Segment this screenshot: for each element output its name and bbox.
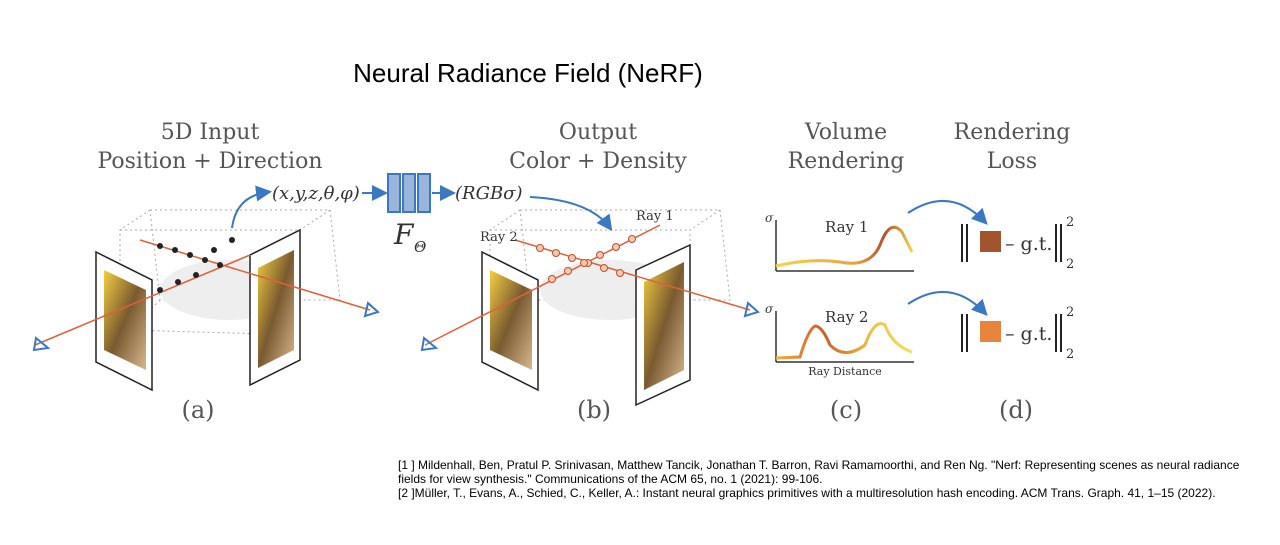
panel-d-header-2: Loss (987, 149, 1037, 174)
loss-1-sup: 2 (1066, 215, 1074, 230)
function-theta: Θ (414, 238, 426, 256)
function-f: F (393, 218, 415, 251)
ray-1-density-plot (775, 220, 914, 272)
reference-2: [2 ]Müller, T., Evans, A., Schied, C., K… (398, 486, 1216, 500)
panel-a-scene (32, 185, 380, 392)
panel-d-label: (d) (999, 396, 1033, 424)
panel-a-header-2: Position + Direction (97, 149, 322, 174)
reference-1: [1 ] Mildenhall, Ben, Pratul P. Srinivas… (398, 458, 1240, 486)
input-coordinates: (x,y,z,θ,φ) (272, 183, 360, 204)
ray-1-sigma-axis: σ (765, 211, 774, 225)
loss-1-sub: 2 (1066, 257, 1074, 272)
panel-b-label: (b) (577, 396, 611, 424)
panel-c-header-1: Volume (804, 120, 887, 145)
loss-2-sup: 2 (1066, 305, 1074, 320)
loss-2-sub: 2 (1066, 347, 1074, 362)
ray-2-sigma-axis: σ (765, 302, 774, 316)
panel-a-header-1: 5D Input (161, 120, 260, 145)
loss-ray-1 (961, 224, 1062, 262)
panel-b-header-2: Color + Density (509, 149, 687, 174)
loss-ray-2 (961, 314, 1062, 352)
figure-title: Neural Radiance Field (NeRF) (353, 58, 703, 88)
ray-1-plot-label: Ray 1 (825, 218, 868, 236)
ray-2-plot-label: Ray 2 (825, 308, 868, 326)
panel-d-header-1: Rendering (954, 120, 1071, 145)
panel-b-ray-2: Ray 2 (480, 230, 518, 245)
panel-c-header-2: Rendering (788, 149, 905, 174)
output-rgb-sigma: (RGBσ) (455, 183, 523, 204)
panel-b-scene (420, 196, 760, 407)
panel-c-label: (c) (830, 396, 862, 424)
panel-b-ray-1: Ray 1 (636, 209, 674, 224)
ray-2-density-plot (775, 311, 914, 363)
references: [1 ] Mildenhall, Ben, Pratul P. Srinivas… (398, 458, 1268, 500)
mlp-block-icon (387, 173, 431, 213)
loss-2-gt: – g.t. (1005, 323, 1052, 345)
ray-distance-axis-label: Ray Distance (808, 365, 882, 378)
panel-b-header-1: Output (559, 120, 637, 145)
panel-a-label: (a) (181, 396, 214, 424)
loss-1-gt: – g.t. (1005, 233, 1052, 255)
